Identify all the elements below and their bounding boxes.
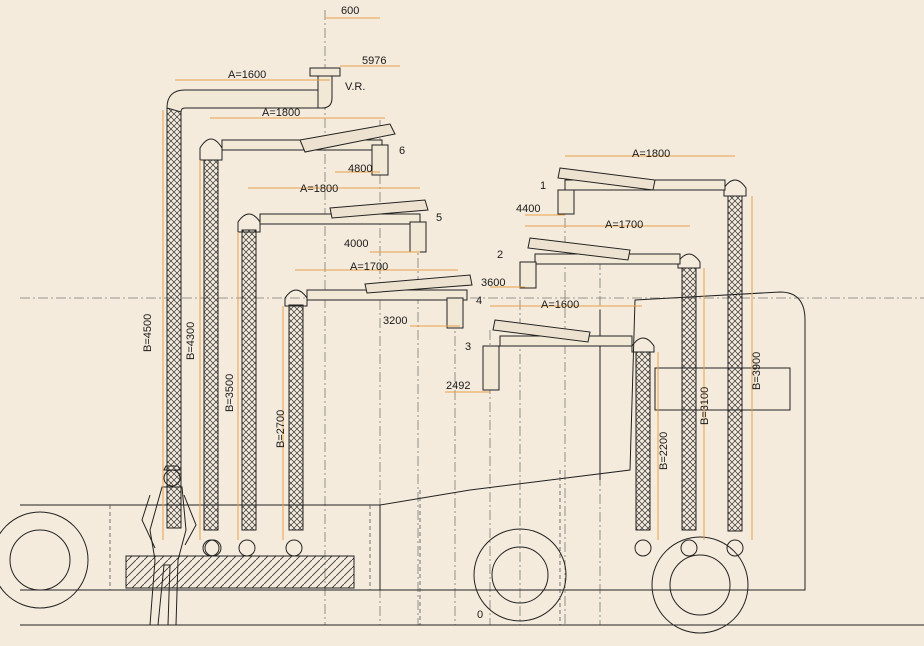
arm-column-b3100 [519,237,701,557]
tank-truck-right [379,291,806,634]
arm-right-1-b: B=3900 [751,352,763,390]
dim-5976: 5976 [362,55,386,67]
arm-left-3-b: B=3500 [224,374,236,412]
arm-right-3-num: 3 [465,341,471,353]
arm-left-4-b: B=2700 [275,410,287,448]
arm-right-2-num: 2 [497,249,503,261]
arm-left-1-a: A=1600 [228,69,266,81]
ground-label: 0 [477,609,483,621]
arm-left-4-a: A=1700 [350,261,388,273]
arm-column-b4500 [166,67,341,557]
arm-right-1-a: A=1800 [632,148,670,160]
arm-column-b2700 [284,274,473,557]
arm-right-1-num: 1 [540,180,546,192]
dimensions [162,17,753,540]
arm-left-4-num: 4 [476,295,482,307]
vr-label: V.R. [345,81,365,93]
tank-truck-left [0,504,380,609]
arm-left-2-b: B=4300 [185,322,197,360]
arm-left-3-num: 5 [436,212,442,224]
arm-left-2-num: 6 [399,145,405,157]
arm-column-b4300 [199,123,396,557]
arm-right-1-h: 4400 [516,203,540,215]
arm-right-3-a: A=1600 [541,299,579,311]
arm-right-3-h: 2492 [446,380,470,392]
arm-left-2-h: 4800 [348,163,372,175]
arm-column-b3900 [557,167,747,557]
arm-right-2-a: A=1700 [605,219,643,231]
arm-left-3-a: A=1800 [300,183,338,195]
arm-left-4-h: 3200 [383,315,407,327]
arm-right-2-h: 3600 [481,277,505,289]
arm-left-1-b: B=4500 [142,314,154,352]
arm-left-3-h: 4000 [344,238,368,250]
arm-right-2-b: B=3100 [699,387,711,425]
arm-column-b2200 [482,319,655,557]
centerlines [20,10,924,625]
dim-600: 600 [341,5,359,17]
arm-left-2-a: A=1800 [262,107,300,119]
arm-right-3-b: B=2200 [658,432,670,470]
arm-column-b3500 [237,199,429,557]
